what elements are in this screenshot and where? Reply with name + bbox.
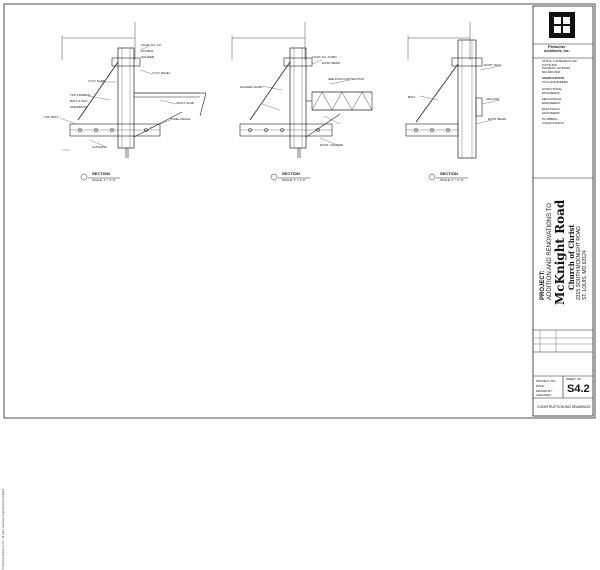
sheet-border bbox=[3, 3, 596, 419]
margin-copyright: © Fleischer Architects, Inc. All rights … bbox=[2, 488, 5, 570]
note: EXIST BEAM bbox=[322, 61, 340, 65]
note: SKEWBACK bbox=[70, 105, 88, 109]
note: SOLDIER bbox=[141, 55, 155, 59]
section-title: SECTION bbox=[282, 171, 300, 176]
consultant-line: CONSULTANTS bbox=[542, 120, 564, 125]
section-scale: SCALE: 1" = 1'-0" bbox=[440, 178, 464, 182]
note: T.O.P. SLAB bbox=[88, 79, 105, 83]
section-title: SECTION bbox=[440, 171, 458, 176]
note: SEE PLAN FOR SECTION bbox=[328, 77, 365, 81]
consultant-line: ENGINEERS bbox=[542, 90, 560, 95]
consultants-heading: CONSULTANTS bbox=[542, 76, 565, 80]
drawing-sheet: LIGHT GA. F.P. DOUBLE SOLDIER T.O.P. PAN… bbox=[2, 3, 596, 570]
firm-logo-icon bbox=[549, 12, 575, 38]
firm-address: 2375 E. CAMELBACK RD bbox=[542, 59, 577, 63]
firm-address: 602.000.0000 bbox=[542, 69, 561, 74]
date-label: DATE: bbox=[536, 384, 545, 388]
project-city: ST. LOUIS, MO 63124 bbox=[582, 250, 588, 300]
section-scale: SCALE: 1" = 1'-0" bbox=[92, 178, 116, 182]
section-scale: SCALE: 1" = 1'-0" bbox=[282, 178, 306, 182]
note: DOUBLE bbox=[141, 49, 154, 53]
section-2-detail bbox=[231, 22, 373, 158]
drawn-label: DRAWN BY: bbox=[536, 389, 553, 393]
note: TOP BOLT bbox=[44, 115, 59, 119]
section-1-detail bbox=[59, 22, 207, 158]
consultant-line: ENGINEERS bbox=[542, 100, 560, 105]
consultant-line: ELECTRICAL bbox=[542, 107, 561, 111]
firm-name-line2: Architects, Inc. bbox=[544, 49, 570, 53]
note: VAULT SLAB bbox=[176, 101, 194, 105]
firm-address: SUITE 500 bbox=[542, 62, 557, 67]
note: EXIST. WALL bbox=[484, 63, 503, 67]
note: STEEL ANGLE bbox=[170, 117, 191, 121]
firm-name: Fleischer bbox=[548, 44, 566, 49]
section-title: SECTION bbox=[92, 171, 110, 176]
note: LIGHT GA. F.P. bbox=[141, 43, 162, 47]
note: BOLT bbox=[408, 95, 416, 99]
section-callouts bbox=[80, 173, 468, 181]
project-no-label: PROJECT NO: bbox=[536, 379, 557, 383]
note: ANCHOR bbox=[486, 97, 500, 101]
note: T.O.P. PANEL bbox=[152, 71, 171, 75]
checked-label: CHECKED: bbox=[536, 393, 552, 397]
sheet-number: S4.2 bbox=[567, 383, 590, 395]
firm-address: PHOENIX, AZ 85016 bbox=[542, 66, 571, 70]
section-3-detail bbox=[405, 22, 501, 159]
project-name: McKnight Road bbox=[553, 199, 567, 305]
consultant-line: STRUCTURAL bbox=[542, 87, 563, 91]
note: HOLDER LEVEL bbox=[240, 85, 263, 89]
note: EXIST BEAM bbox=[488, 117, 506, 121]
note: BOLT & SAG bbox=[70, 99, 88, 103]
consultant-line: MECHANICAL bbox=[542, 97, 562, 101]
project-subtitle: Church of Christ bbox=[567, 224, 576, 290]
consultant-line: PLUMBING bbox=[542, 117, 558, 121]
sheet-footer: CONSTRUCTION BID DRAWINGS bbox=[537, 405, 591, 409]
project-label: PROJECT: bbox=[540, 270, 546, 300]
drawing-area bbox=[3, 3, 596, 419]
note: EXIST. COLUMN bbox=[320, 143, 344, 147]
sheet-no-label: SHEET NO: bbox=[566, 377, 583, 381]
consultant-line: ENGINEERS bbox=[542, 110, 560, 115]
note: LIGHT GA. FORM bbox=[312, 55, 337, 59]
consultant-type: CIVIL ENGINEERS bbox=[542, 80, 568, 84]
note: FLASHING bbox=[92, 145, 108, 149]
note: TOP FRAMING bbox=[70, 93, 91, 97]
title-block-frame bbox=[532, 5, 594, 417]
